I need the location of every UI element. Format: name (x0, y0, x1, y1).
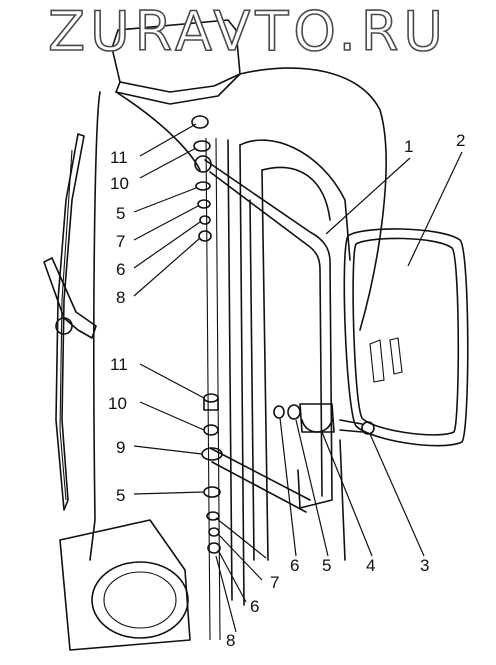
callout-6-upper: 6 (116, 260, 125, 279)
callout-4: 4 (366, 556, 375, 575)
callout-7-upper: 7 (116, 232, 125, 251)
mirror-clamp (273, 403, 375, 435)
watermark: ZURAVTO.RU (47, 0, 448, 63)
callout-5-upper: 5 (116, 204, 125, 223)
callout-6-lower: 6 (250, 597, 259, 616)
lamp-housing (59, 519, 191, 651)
callout-6-mid: 6 (290, 556, 299, 575)
callout-10-upper: 10 (110, 174, 129, 193)
callout-2: 2 (456, 131, 465, 150)
callout-labels: 11 10 5 7 6 8 11 10 9 5 6 7 6 8 1 2 6 5 … (108, 131, 465, 650)
callout-3: 3 (420, 556, 429, 575)
callout-8-lower: 8 (226, 631, 235, 650)
callout-11-lower: 11 (110, 355, 128, 374)
mirror-support-rod (204, 159, 333, 513)
cab-body (89, 19, 387, 641)
callout-7-lower: 7 (270, 573, 279, 592)
callout-11-upper: 11 (110, 148, 128, 167)
upper-hinge-parts (191, 115, 212, 242)
callout-10-lower: 10 (108, 394, 127, 413)
leader-lines (133, 123, 463, 633)
callout-5-lower: 5 (116, 486, 125, 505)
callout-5-right: 5 (322, 556, 331, 575)
callout-8-upper: 8 (116, 288, 125, 307)
callout-1: 1 (404, 137, 413, 156)
wiper-blade (43, 133, 97, 511)
callout-9: 9 (116, 438, 125, 457)
mirror (343, 228, 469, 447)
